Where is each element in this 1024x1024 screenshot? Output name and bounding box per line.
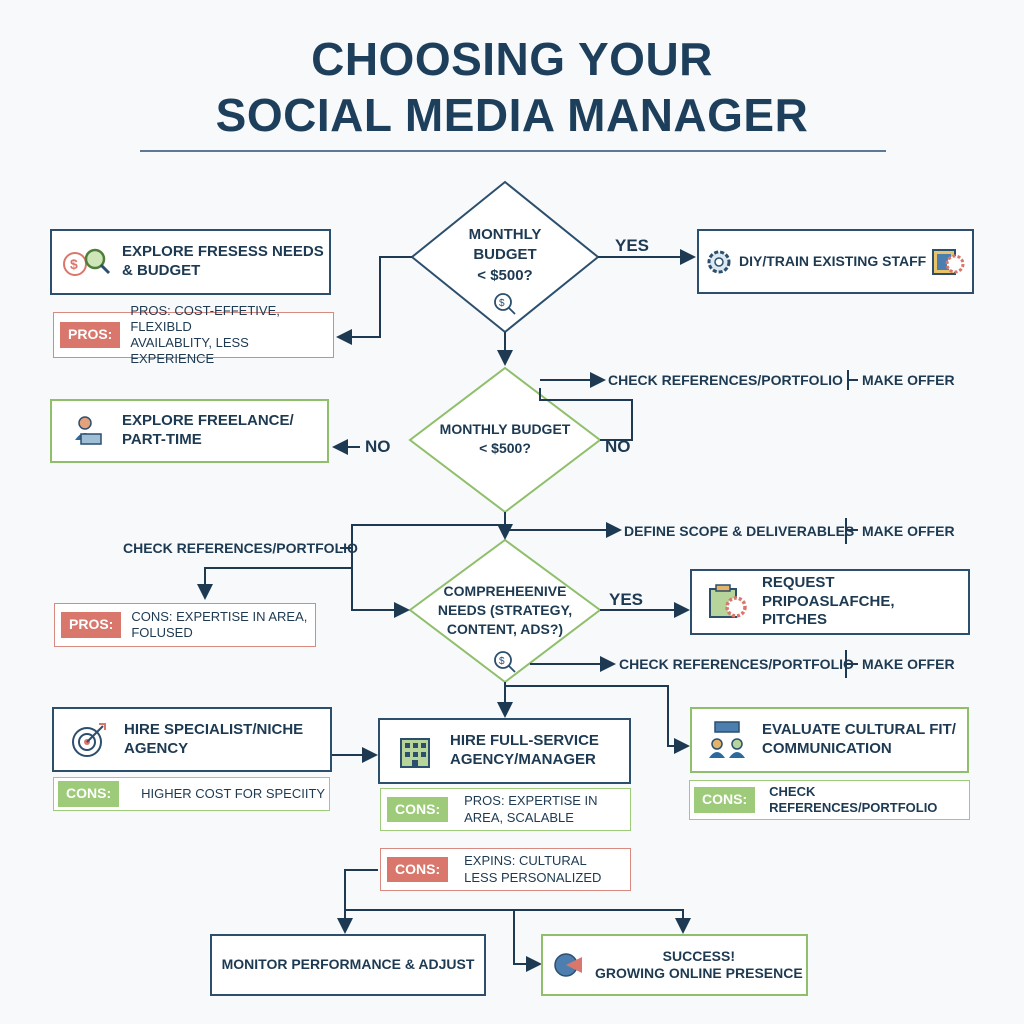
cons-tag: CONS: — [387, 856, 449, 883]
cons-note-4-text: PROS: EXPERTISE IN AREA, SCALABLE — [464, 793, 598, 825]
svg-text:$: $ — [499, 298, 505, 309]
check-references-label: CHECK REFERENCES/PORTFOLIO — [619, 656, 854, 672]
title-divider — [140, 150, 886, 152]
decision-2-text: MONTHLY BUDGET < $500? — [439, 421, 571, 456]
gear-document-icon — [926, 246, 970, 278]
check-references-label: CHECK REFERENCES/PORTFOLIO — [608, 372, 843, 388]
freelancer-laptop-icon — [52, 414, 122, 448]
cons-tag: CONS: — [387, 796, 449, 823]
success-label: SUCCESS! GROWING ONLINE PRESENCE — [595, 947, 803, 982]
no-label: NO — [365, 437, 391, 456]
yes-label: YES — [609, 590, 644, 609]
full-service-label: HIRE FULL-SERVICE AGENCY/MANAGER — [450, 732, 599, 768]
evaluate-box: EVALUATE CULTURAL FIT/ COMMUNICATION — [690, 707, 969, 773]
freelance-label: EXPLORE FREELANCE/ PART-TIME — [122, 412, 294, 448]
cons-note-6: CONS: EXPINS: CULTURAL LESS PERSONALIZED — [380, 848, 631, 891]
cons-note-5-text: CHECK REFERENCES/PORTFOLIO — [769, 783, 938, 815]
dollar-search-icon: $ — [52, 245, 122, 279]
specialist-box: HIRE SPECIALIST/NICHE AGENCY — [52, 707, 332, 772]
yes-label: YES — [615, 236, 650, 255]
cons-note-3: CONS: HIGHER COST FOR SPECIITY — [53, 777, 330, 811]
page-title-line-1: CHOOSING YOUR — [311, 33, 713, 85]
check-references-label: CHECK REFERENCES/PORTFOLIO — [123, 540, 358, 556]
pros-note-2-text: CONS: EXPERTISE IN AREA, FOLUSED — [131, 608, 308, 640]
pros-tag: PROS: — [60, 322, 121, 348]
dollar-magnify-icon: $ — [494, 651, 516, 673]
dollar-magnify-icon: $ — [494, 293, 516, 315]
target-icon — [54, 720, 124, 760]
decision-3-text: COMPREHEENIVE NEEDS (STRATEGY, CONTENT, … — [437, 583, 573, 637]
explore-needs-box: $ EXPLORE FRESESS NEEDS & BUDGET — [50, 229, 331, 295]
specialist-label: HIRE SPECIALIST/NICHE AGENCY — [124, 720, 304, 757]
team-icon — [692, 720, 762, 760]
no-label: NO — [605, 437, 631, 456]
make-offer-label: MAKE OFFER — [862, 656, 955, 672]
cons-note-5: CONS: CHECK REFERENCES/PORTFOLIO — [689, 780, 970, 820]
gear-icon — [699, 247, 739, 277]
svg-text:$: $ — [70, 256, 78, 272]
make-offer-label: MAKE OFFER — [862, 372, 955, 388]
decision-1-text: MONTHLY BUDGET < $500? — [468, 226, 542, 284]
request-proposals-box: REQUEST PRIPOASLAFCHE, PITCHES — [690, 569, 970, 635]
monitor-box: MONITOR PERFORMANCE & ADJUST — [210, 934, 486, 996]
define-scope-label: DEFINE SCOPE & DELIVERABLES — [624, 523, 855, 539]
make-offer-label: MAKE OFFER — [862, 523, 955, 539]
cons-note-3-text: HIGHER COST FOR SPECIITY — [141, 785, 326, 801]
pros-note-1-text: PROS: COST-EFFETIVE, FLEXIBLD AVAILABLIT… — [130, 302, 280, 367]
cons-tag: CONS: — [58, 781, 120, 807]
svg-text:$: $ — [499, 656, 505, 667]
diy-box: DIY/TRAIN EXISTING STAFF — [697, 229, 974, 294]
freelance-box: EXPLORE FREELANCE/ PART-TIME — [50, 399, 329, 463]
explore-needs-label: EXPLORE FRESESS NEEDS & BUDGET — [122, 243, 324, 279]
cons-note-4: CONS: PROS: EXPERTISE IN AREA, SCALABLE — [380, 788, 631, 831]
pros-note-1: PROS: PROS: COST-EFFETIVE, FLEXIBLD AVAI… — [53, 303, 334, 366]
building-icon — [380, 731, 450, 771]
pros-tag: PROS: — [61, 612, 122, 638]
evaluate-label: EVALUATE CULTURAL FIT/ COMMUNICATION — [762, 721, 956, 757]
cons-tag: CONS: — [694, 787, 756, 813]
monitor-label: MONITOR PERFORMANCE & ADJUST — [221, 956, 475, 973]
request-proposals-label: REQUEST PRIPOASLAFCHE, PITCHES — [762, 573, 895, 629]
megaphone-icon — [543, 950, 595, 980]
diy-label: DIY/TRAIN EXISTING STAFF — [739, 252, 927, 269]
page-title-line-2: SOCIAL MEDIA MANAGER — [215, 89, 809, 141]
cons-note-6-text: EXPINS: CULTURAL LESS PERSONALIZED — [464, 853, 602, 885]
full-service-box: HIRE FULL-SERVICE AGENCY/MANAGER — [378, 718, 631, 784]
success-box: SUCCESS! GROWING ONLINE PRESENCE — [541, 934, 808, 996]
pros-note-2: PROS: CONS: EXPERTISE IN AREA, FOLUSED — [54, 603, 316, 647]
gear-document-icon — [692, 583, 762, 621]
